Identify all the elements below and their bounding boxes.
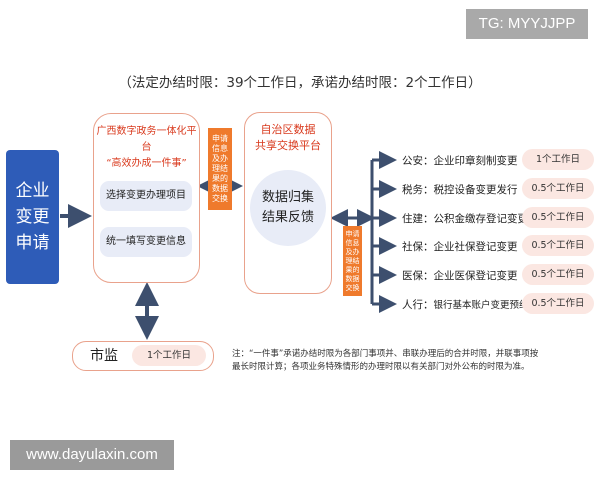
time-limit-header: （法定办结时限：39个工作日，承诺办结时限：2个工作日） (118, 75, 482, 91)
data-exchange-label-upper: 申请 信息 及办 理结 果的 数据 交换 (208, 128, 232, 210)
dept-time-yibao: 0.5个工作日 (522, 264, 594, 285)
dept-gongan: 公安：企业印章刻制变更 (402, 153, 518, 168)
upper-orange-line: 果的 (212, 174, 228, 183)
platform-title-line1: 广西数字政务一体化平台 (96, 126, 197, 153)
feedback-line2: 结果反馈 (261, 210, 314, 225)
footnote: 注：“一件事”承诺办结时限为各部门事项并、串联办理后的合并时限，并联事项按 最长… (232, 348, 597, 374)
dept-renhang: 人行：银行基本账户变更预约 (402, 297, 529, 312)
shijian-label: 市监 (90, 348, 118, 364)
start-line-1: 企业 (15, 181, 50, 201)
dept-name: 税务： (402, 184, 434, 196)
lower-orange-line: 信息 (345, 238, 360, 247)
upper-orange-line: 理结 (212, 164, 228, 173)
dept-time-shebao: 0.5个工作日 (522, 235, 594, 256)
feedback-line1: 数据归集 (261, 190, 314, 205)
dept-time-shuiwu: 0.5个工作日 (522, 178, 594, 199)
dept-shebao: 社保：企业社保登记变更 (402, 239, 518, 254)
platform-title-line2: “高效办成一件事” (106, 158, 187, 169)
watermark-bottom: www.dayulaxin.com (10, 440, 174, 470)
lower-orange-line: 理结 (345, 256, 360, 265)
data-exchange-label-lower: 申请 信息 及办 理结 果的 数据 交换 (343, 226, 362, 296)
shijian-time: 1个工作日 (132, 345, 206, 366)
dept-task: 税控设备变更发行 (433, 184, 518, 196)
dept-task: 企业印章刻制变更 (433, 155, 518, 167)
exchange-title: 自治区数据 共享交换平台 (244, 122, 332, 154)
dept-time-gongan: 1个工作日 (522, 149, 594, 170)
dept-yibao: 医保：企业医保登记变更 (402, 268, 518, 283)
lower-orange-line: 及办 (345, 247, 360, 256)
exchange-title-line2: 共享交换平台 (255, 139, 321, 152)
upper-orange-line: 申请 (212, 134, 228, 143)
dept-task: 企业社保登记变更 (433, 241, 518, 253)
dept-name: 人行： (402, 299, 434, 311)
upper-orange-line: 及办 (212, 154, 228, 163)
footnote-line2: 最长时限计算；各项业务特殊情形的办理时限以有关部门对外公布的时限为准。 (232, 362, 530, 372)
dept-zhujian: 住建：公积金缴存登记变更 (402, 211, 528, 226)
dept-task: 银行基本账户变更预约 (433, 300, 529, 311)
upper-orange-line: 交换 (212, 194, 228, 203)
watermark-top: TG: MYYJJPP (466, 9, 588, 39)
data-feedback-circle: 数据归集 结果反馈 (250, 170, 326, 246)
dept-name: 医保： (402, 270, 434, 282)
dept-shuiwu: 税务：税控设备变更发行 (402, 182, 518, 197)
lower-orange-line: 交换 (345, 283, 360, 292)
upper-orange-line: 数据 (212, 184, 228, 193)
step-select-item: 选择变更办理项目 (100, 181, 192, 211)
lower-orange-line: 数据 (345, 274, 360, 283)
dept-task: 企业医保登记变更 (433, 270, 518, 282)
dept-name: 公安： (402, 155, 434, 167)
start-line-2: 变更 (15, 207, 50, 227)
enterprise-change-application: 企业 变更 申请 (6, 150, 59, 284)
platform-title: 广西数字政务一体化平台 “高效办成一件事” (93, 124, 200, 172)
dept-name: 社保： (402, 241, 434, 253)
start-line-3: 申请 (15, 233, 50, 253)
upper-orange-line: 信息 (212, 144, 228, 153)
lower-orange-line: 申请 (345, 229, 360, 238)
footnote-line1: 注：“一件事”承诺办结时限为各部门事项并、串联办理后的合并时限，并联事项按 (232, 349, 539, 359)
lower-orange-line: 果的 (345, 265, 360, 274)
dept-time-renhang: 0.5个工作日 (522, 293, 594, 314)
exchange-title-line1: 自治区数据 (260, 123, 316, 136)
dept-time-zhujian: 0.5个工作日 (522, 207, 594, 228)
dept-name: 住建： (402, 213, 434, 225)
dept-task: 公积金缴存登记变更 (433, 213, 529, 225)
step-fill-info: 统一填写变更信息 (100, 227, 192, 257)
